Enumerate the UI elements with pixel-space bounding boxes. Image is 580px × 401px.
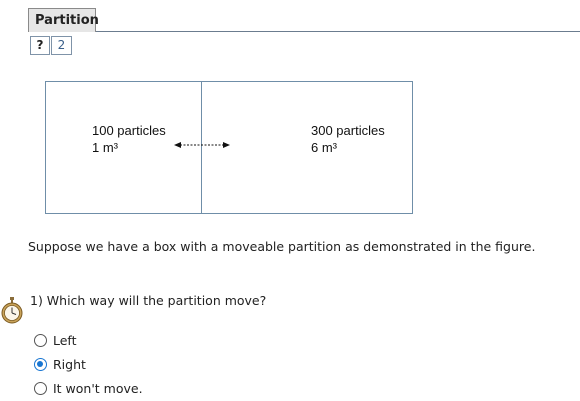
attempt-count-badge: 2	[51, 36, 72, 55]
option-right-label: Right	[53, 356, 86, 372]
option-left[interactable]: Left	[34, 332, 77, 348]
option-left-radio[interactable]	[34, 333, 47, 347]
left-particles-text: 100 particles	[92, 123, 166, 138]
stopwatch-icon	[1, 297, 23, 324]
double-arrow-icon	[174, 142, 230, 148]
option-wont-move[interactable]: It won't move.	[34, 380, 143, 396]
left-chamber-label: 100 particles 1 m³	[92, 122, 166, 156]
option-right[interactable]: Right	[34, 356, 86, 372]
help-button[interactable]: ?	[30, 36, 50, 55]
option-left-label: Left	[53, 332, 77, 348]
question-text: 1) Which way will the partition move?	[30, 293, 267, 308]
partition-figure: 100 particles 1 m³ 300 particles 6 m³	[45, 81, 413, 214]
tab-partition[interactable]: Partition	[28, 8, 99, 32]
moveable-partition	[201, 82, 202, 213]
tab-underline	[28, 31, 580, 32]
problem-prompt: Suppose we have a box with a moveable pa…	[28, 239, 536, 254]
option-right-radio[interactable]	[34, 357, 47, 371]
option-wont-move-radio[interactable]	[34, 381, 47, 395]
left-volume-text: 1 m³	[92, 140, 118, 155]
right-particles-text: 300 particles	[311, 123, 385, 138]
right-chamber-label: 300 particles 6 m³	[311, 122, 385, 156]
option-wont-move-label: It won't move.	[53, 380, 143, 396]
right-volume-text: 6 m³	[311, 140, 337, 155]
